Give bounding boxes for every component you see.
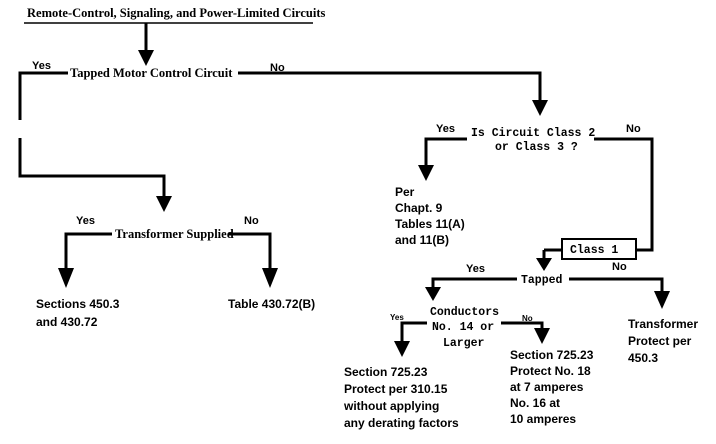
conductors-yes-result: Section 725.23 Protect per 310.15 withou… (343, 365, 459, 430)
conductors-yes-label: Yes (390, 313, 404, 322)
tapped-motor-no-label: No (270, 62, 285, 74)
arrowhead (425, 287, 441, 301)
arrowhead (58, 268, 74, 288)
transformer-supplied-question: Transformer Supplied (115, 227, 234, 241)
transformer-no-result: Table 430.72(B) (228, 297, 315, 311)
transformer-supplied-yes-label: Yes (76, 215, 95, 227)
arrowhead (534, 328, 550, 344)
conductors-question: Conductors No. 14 or Larger (430, 306, 506, 350)
connector-class-yes (424, 137, 467, 168)
connector-transformer-no (228, 232, 272, 272)
arrowhead (156, 196, 172, 212)
arrowhead (138, 50, 154, 66)
arrowhead (394, 341, 410, 357)
tapped-motor-yes-label: Yes (32, 60, 51, 72)
transformer-yes-result: Sections 450.3 and 430.72 (36, 297, 123, 329)
arrowhead (418, 165, 434, 181)
class-1-label: Class 1 (570, 244, 618, 257)
tapped-no-result: Transformer Protect per 450.3 (628, 317, 701, 365)
arrowhead (536, 258, 552, 271)
connector-class-no (594, 137, 654, 252)
tapped-question: Tapped (521, 274, 563, 287)
circuit-class-question: Is Circuit Class 2 or Class 3 ? (471, 127, 602, 154)
connector-motor-no (238, 71, 542, 103)
circuit-class-yes-result: Per Chapt. 9 Tables 11(A) and 11(B) (395, 185, 468, 247)
diagram-title: Remote-Control, Signaling, and Power-Lim… (27, 6, 325, 20)
transformer-supplied-no-label: No (244, 215, 259, 227)
tapped-no-label: No (612, 261, 627, 273)
tapped-motor-question: Tapped Motor Control Circuit (70, 66, 233, 80)
tapped-yes-label: Yes (466, 263, 485, 275)
connector-transformer-yes (64, 232, 112, 272)
connector-motor-yes-down (18, 138, 166, 200)
arrowhead (532, 100, 548, 116)
arrowhead (654, 291, 670, 309)
connector-conductors-yes (400, 321, 427, 344)
conductors-no-result: Section 725.23 Protect No. 18 at 7 amper… (510, 348, 597, 426)
circuit-class-yes-label: Yes (436, 123, 455, 135)
conductors-no-label: No (522, 314, 533, 323)
arrowhead (262, 268, 278, 288)
connector-tapped-yes (431, 277, 517, 290)
connector-motor-yes (18, 71, 68, 120)
circuit-class-no-label: No (626, 123, 641, 135)
connector-tapped-no (569, 277, 664, 294)
